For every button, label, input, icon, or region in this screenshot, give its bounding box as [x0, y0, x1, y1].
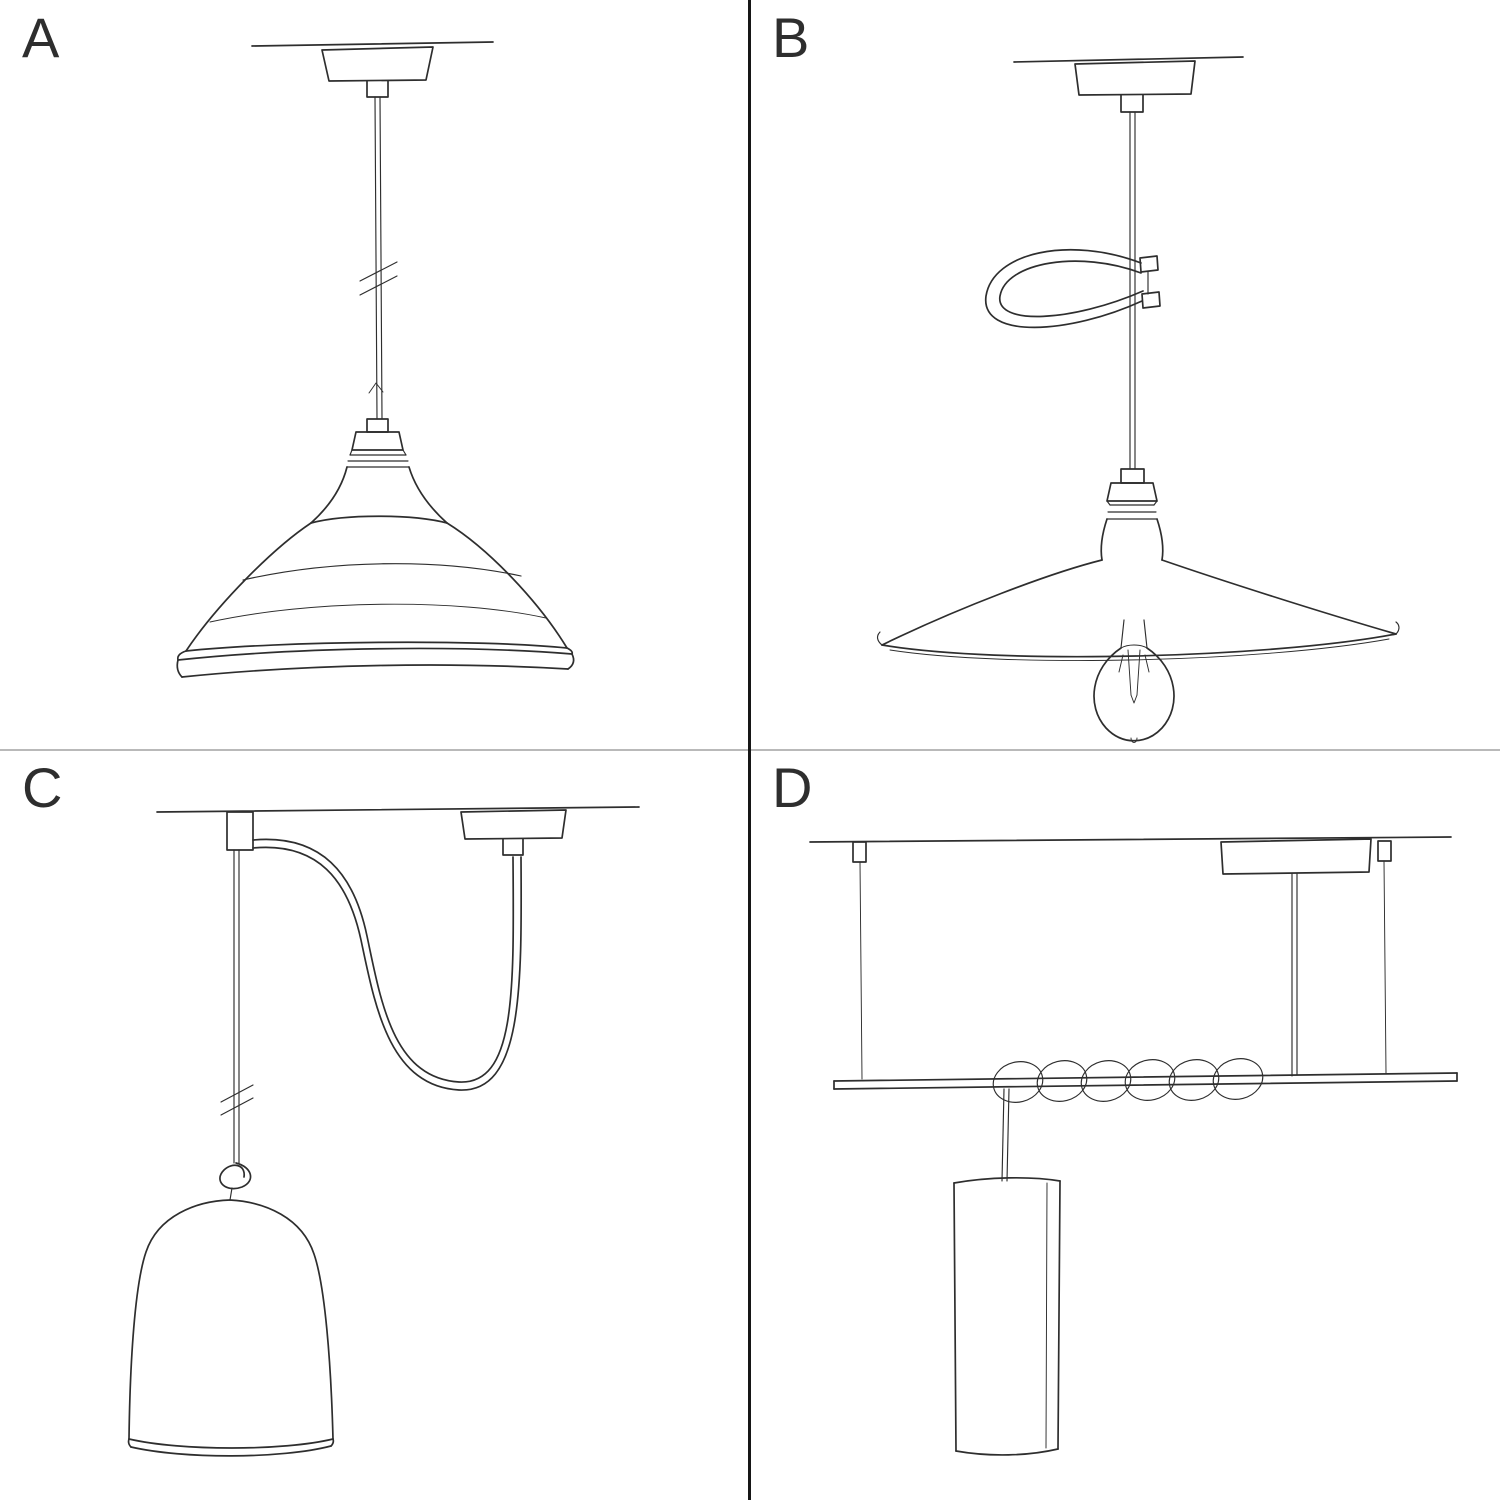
pendant-sketch-swag-hook	[127, 806, 640, 1457]
pendant-sketch-cable-clip	[876, 56, 1400, 743]
panel-a: A	[0, 0, 750, 750]
panel-label-b: B	[772, 6, 811, 69]
panel-label-d: D	[772, 756, 814, 819]
panel-label-a: A	[22, 6, 61, 69]
vertical-divider	[748, 0, 751, 1500]
panel-b: B	[750, 0, 1500, 750]
panel-c: C	[0, 750, 750, 1500]
pendant-sketch-straight-cable	[176, 41, 575, 678]
panel-d: D	[750, 750, 1500, 1500]
pendant-sketch-bar-suspension	[809, 836, 1458, 1456]
panel-label-c: C	[22, 756, 64, 819]
